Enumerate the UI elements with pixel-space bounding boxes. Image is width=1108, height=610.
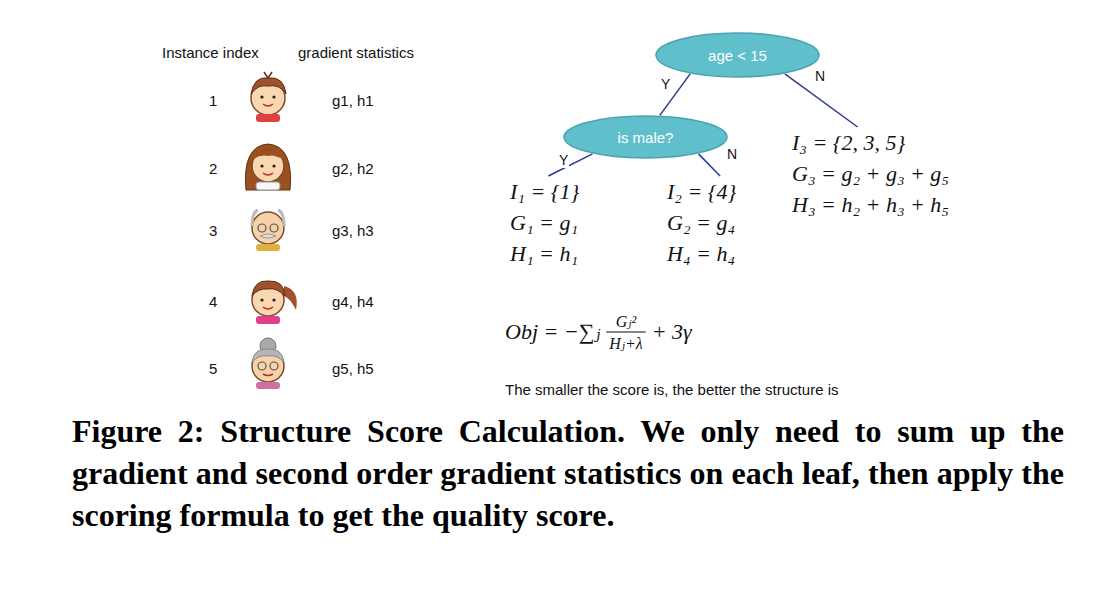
leaf-stats: I₁ = {1}G₁ = g₁H₁ = h₁ <box>508 176 581 269</box>
leaf-formula: G₂ = g₄ <box>667 207 736 238</box>
leaf-formula: H₄ = h₄ <box>667 238 736 269</box>
instance-index: 5 <box>209 360 217 377</box>
note-text: The smaller the score is, the better the… <box>505 381 838 398</box>
gradient-stat: g3, h3 <box>332 222 374 239</box>
column-header: Instance index <box>162 44 259 61</box>
decision-ellipse: is male? <box>563 115 728 159</box>
tree-branch <box>699 154 721 176</box>
ellipse-shape <box>564 116 727 158</box>
leaf-stats: I₂ = {4}G₂ = g₄H₄ = h₄ <box>665 176 738 269</box>
figure-caption: Figure 2: Structure Score Calculation. W… <box>72 410 1064 536</box>
girl-face <box>252 281 297 324</box>
fraction-bar <box>606 331 646 332</box>
ellipse-shape <box>656 33 819 77</box>
branch-label: Y <box>558 152 569 168</box>
woman-face <box>245 144 290 190</box>
condition-text: is male? <box>618 129 674 146</box>
formula-numerator: Gⱼ² <box>616 312 637 331</box>
grandma-face <box>252 338 284 389</box>
formula-part: + 3γ <box>652 319 692 345</box>
leaf-formula: I₂ = {4} <box>667 176 736 207</box>
branch-label: N <box>726 146 738 162</box>
instance-index: 1 <box>209 92 217 109</box>
formula-denominator: Hⱼ+λ <box>609 334 643 353</box>
decision-ellipse: age < 15 <box>655 32 820 78</box>
formula-part: Obj = −∑ⱼ <box>505 319 600 345</box>
gradient-stat: g1, h1 <box>332 92 374 109</box>
branch-label: N <box>814 68 826 84</box>
leaf-formula: I₁ = {1} <box>510 176 579 207</box>
branch-label: Y <box>660 76 671 92</box>
leaf-formula: G₁ = g₁ <box>510 207 579 238</box>
condition-text: age < 15 <box>708 47 767 64</box>
instance-index: 4 <box>209 293 217 310</box>
leaf-stats: I₃ = {2, 3, 5}G₃ = g₂ + g₃ + g₅H₃ = h₂ +… <box>790 127 951 220</box>
child-face <box>251 72 286 122</box>
gradient-stat: g5, h5 <box>332 360 374 377</box>
gradient-stat: g2, h2 <box>332 160 374 177</box>
leaf-formula: H₁ = h₁ <box>510 238 579 269</box>
column-header: gradient statistics <box>298 44 414 61</box>
leaf-formula: H₃ = h₂ + h₃ + h₅ <box>792 189 949 220</box>
old-man-face <box>252 210 284 251</box>
gradient-stat: g4, h4 <box>332 293 374 310</box>
instance-index: 2 <box>209 160 217 177</box>
tree-branch <box>660 74 690 115</box>
tree-branch <box>548 154 592 176</box>
instance-index: 3 <box>209 222 217 239</box>
leaf-formula: G₃ = g₂ + g₃ + g₅ <box>792 158 949 189</box>
leaf-formula: I₃ = {2, 3, 5} <box>792 127 949 158</box>
